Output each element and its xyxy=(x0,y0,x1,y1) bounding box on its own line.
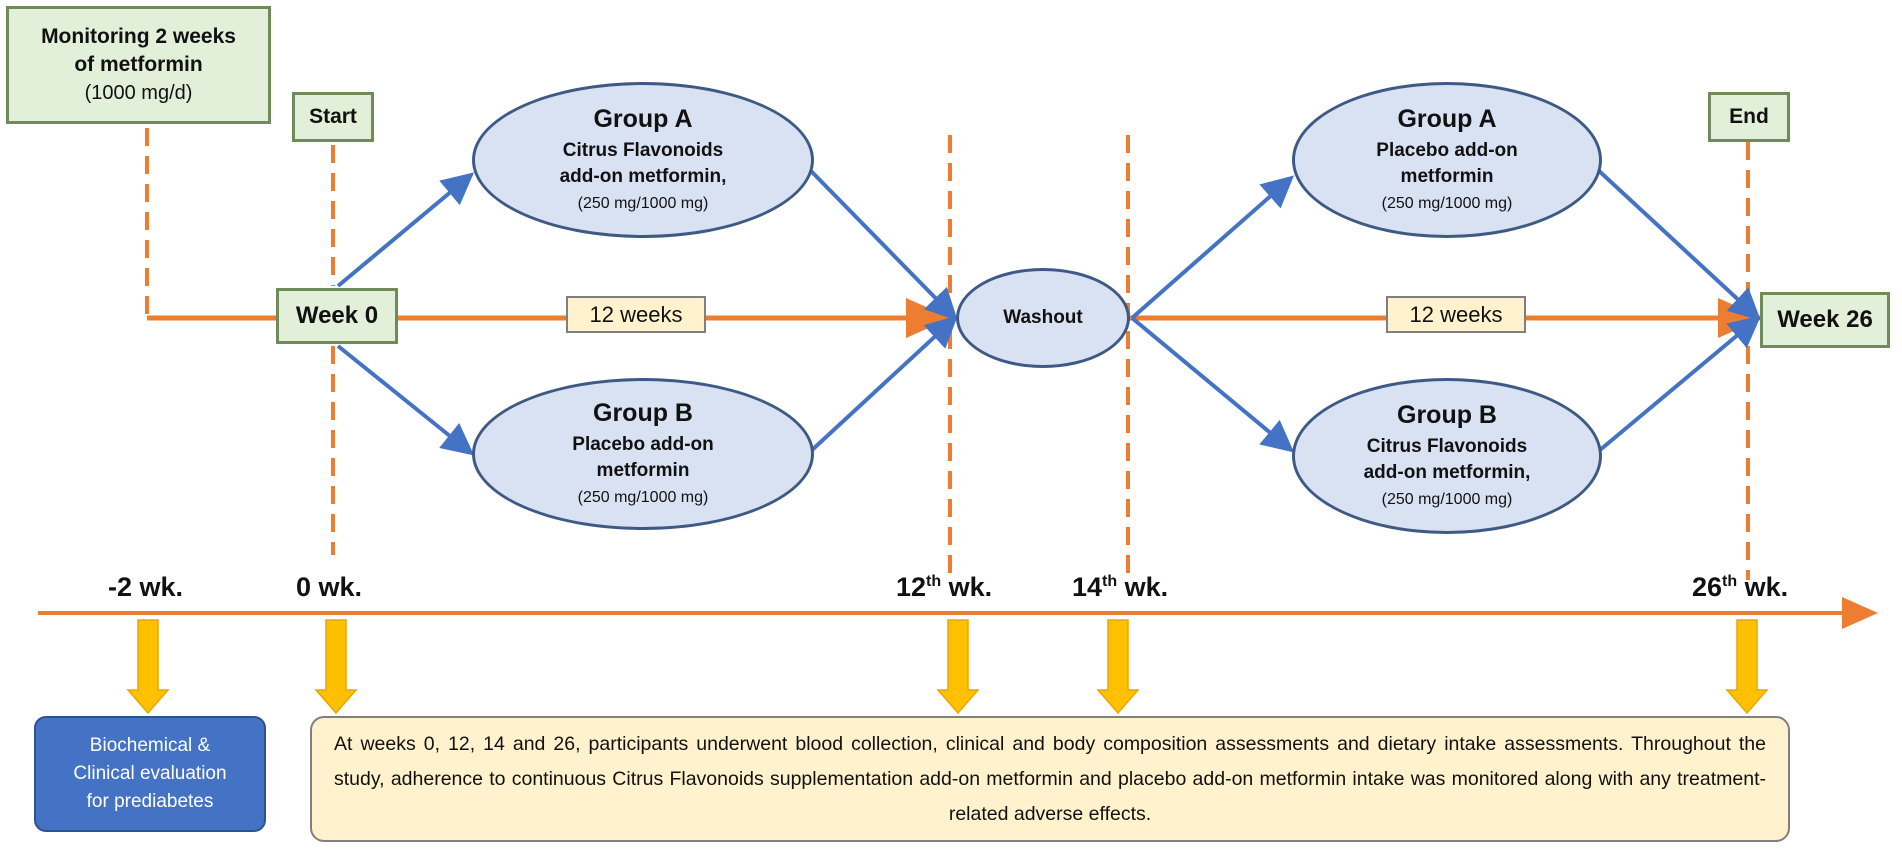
washout-label: Washout xyxy=(1003,307,1083,328)
period1-group-b: Group B Placebo add-on metformin (250 mg… xyxy=(472,378,814,530)
period2-group-b: Group B Citrus Flavonoids add-on metform… xyxy=(1292,378,1602,534)
tick-label-w14-unit: wk. xyxy=(1117,572,1169,602)
tick-label-w14-num: 14 xyxy=(1072,572,1103,602)
start-label: Start xyxy=(292,92,374,142)
period2-group-b-line1: Citrus Flavonoids xyxy=(1366,435,1528,457)
period1-group-a-line2: add-on metformin, xyxy=(559,165,727,187)
assessment-note-box: At weeks 0, 12, 14 and 26, participants … xyxy=(310,716,1790,842)
end-label: End xyxy=(1708,92,1790,142)
period1-group-b-line2: metformin xyxy=(596,459,690,481)
down-arrow-minus2 xyxy=(126,619,170,715)
tick-label-w0: 0 wk. xyxy=(296,572,363,602)
down-arrow-w26 xyxy=(1725,619,1769,715)
period1-group-a-dose: (250 mg/1000 mg) xyxy=(577,194,709,212)
monitoring-line-2: of metformin xyxy=(74,53,203,76)
period2-group-a-title: Group A xyxy=(1397,104,1497,133)
period2-group-a-dose: (250 mg/1000 mg) xyxy=(1381,194,1513,212)
tick-label-w14: 14th wk. xyxy=(1072,572,1168,603)
branch-arrow-washout-to-a2 xyxy=(1130,175,1295,320)
duration-label-period-2: 12 weeks xyxy=(1386,296,1526,333)
evaluation-line-2: Clinical evaluation xyxy=(73,763,227,784)
tick-label-minus2: -2 wk. xyxy=(108,572,184,602)
tick-label-w26-sup: th xyxy=(1722,573,1738,590)
period2-group-a-line2: metformin xyxy=(1400,165,1494,187)
period1-group-a: Group A Citrus Flavonoids add-on metform… xyxy=(472,82,814,238)
down-arrow-w14 xyxy=(1096,619,1140,715)
tick-label-w12-num: 12 xyxy=(896,572,927,602)
period1-group-b-line1: Placebo add-on xyxy=(572,433,714,455)
branch-arrow-washout-to-b2 xyxy=(1130,316,1295,453)
period2-group-a-line1: Placebo add-on xyxy=(1376,139,1518,161)
tick-label-w14-sup: th xyxy=(1102,573,1118,590)
down-arrow-w12 xyxy=(936,619,980,715)
washout-node: Washout xyxy=(956,268,1130,368)
period2-group-b-title: Group B xyxy=(1397,400,1497,429)
merge-arrow-a1-to-washout xyxy=(808,168,958,321)
tick-label-w12-unit: wk. xyxy=(941,572,993,602)
period2-group-a: Group A Placebo add-on metformin (250 mg… xyxy=(1292,82,1602,238)
period2-group-b-line2: add-on metformin, xyxy=(1363,461,1531,483)
week-0-box: Week 0 xyxy=(276,288,398,344)
branch-arrow-w0-to-a1 xyxy=(336,172,475,288)
duration-label-period-1: 12 weeks xyxy=(566,296,706,333)
monitoring-line-1: Monitoring 2 weeks xyxy=(41,25,236,48)
assessment-note-text: At weeks 0, 12, 14 and 26, participants … xyxy=(334,732,1766,825)
monitoring-dose: (1000 mg/d) xyxy=(84,82,193,104)
yellow-down-arrows xyxy=(126,619,1769,715)
tick-label-w12-sup: th xyxy=(926,573,942,590)
period2-group-b-dose: (250 mg/1000 mg) xyxy=(1381,490,1513,508)
merge-arrow-b1-to-washout xyxy=(810,315,958,452)
week-26-box: Week 26 xyxy=(1760,292,1890,348)
down-arrow-w0 xyxy=(314,619,358,715)
tick-label-w26-unit: wk. xyxy=(1737,572,1789,602)
merge-arrow-b2-to-w26 xyxy=(1598,315,1762,452)
evaluation-line-3: for prediabetes xyxy=(86,791,214,812)
evaluation-line-1: Biochemical & xyxy=(89,735,211,756)
period1-group-b-dose: (250 mg/1000 mg) xyxy=(577,488,709,506)
monitoring-box: Monitoring 2 weeks of metformin (1000 mg… xyxy=(6,6,271,124)
tick-label-w26: 26th wk. xyxy=(1692,572,1788,603)
tick-label-w26-num: 26 xyxy=(1692,572,1723,602)
period1-group-a-title: Group A xyxy=(593,104,693,133)
merge-arrow-a2-to-w26 xyxy=(1596,168,1761,321)
branch-arrow-w0-to-b1 xyxy=(336,344,475,456)
evaluation-box: Biochemical & Clinical evaluation for pr… xyxy=(34,716,266,832)
period1-group-b-title: Group B xyxy=(593,398,693,427)
period1-group-a-line1: Citrus Flavonoids xyxy=(562,139,724,161)
tick-label-w12: 12th wk. xyxy=(896,572,992,603)
